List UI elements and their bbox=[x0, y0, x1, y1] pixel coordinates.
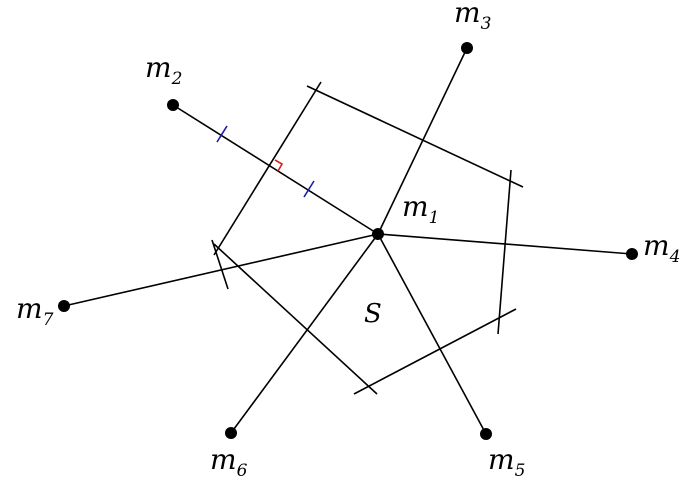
bisector-m1-m2 bbox=[213, 81, 322, 256]
label-m6: m6 bbox=[210, 443, 248, 481]
bisector-m1-m5 bbox=[353, 308, 517, 395]
label-region-s: S bbox=[364, 299, 382, 329]
bisector-m1-m6 bbox=[213, 243, 378, 395]
label-m3: m3 bbox=[454, 0, 491, 34]
points bbox=[58, 42, 638, 440]
point-labels: m1 m2 m3 m4 m5 m6 m7 S bbox=[16, 0, 680, 481]
segment-m1-m5 bbox=[377, 233, 487, 435]
point-m2 bbox=[167, 99, 179, 111]
point-m1 bbox=[372, 228, 384, 240]
label-m1: m1 bbox=[402, 190, 439, 228]
point-m4 bbox=[626, 248, 638, 260]
label-m2: m2 bbox=[145, 51, 182, 89]
segment-m1-m6 bbox=[230, 233, 379, 434]
segment-m1-m2 bbox=[172, 104, 379, 235]
point-m6 bbox=[225, 427, 237, 439]
equal-tick-marks bbox=[216, 125, 315, 198]
point-m3 bbox=[461, 42, 473, 54]
bisector-m1-m7 bbox=[211, 239, 229, 290]
label-m7: m7 bbox=[16, 292, 54, 330]
bisector-m1-m3 bbox=[306, 85, 524, 188]
bisector-lines bbox=[211, 81, 524, 395]
right-angle-marker bbox=[274, 159, 284, 172]
tick-mark-1 bbox=[216, 125, 228, 143]
label-m4: m4 bbox=[643, 229, 680, 267]
bisector-m1-m4 bbox=[497, 169, 512, 335]
point-m7 bbox=[58, 300, 70, 312]
segment-m1-m3 bbox=[377, 47, 468, 235]
label-m5: m5 bbox=[488, 443, 525, 481]
tick-mark-2 bbox=[303, 180, 315, 198]
point-m5 bbox=[480, 428, 492, 440]
